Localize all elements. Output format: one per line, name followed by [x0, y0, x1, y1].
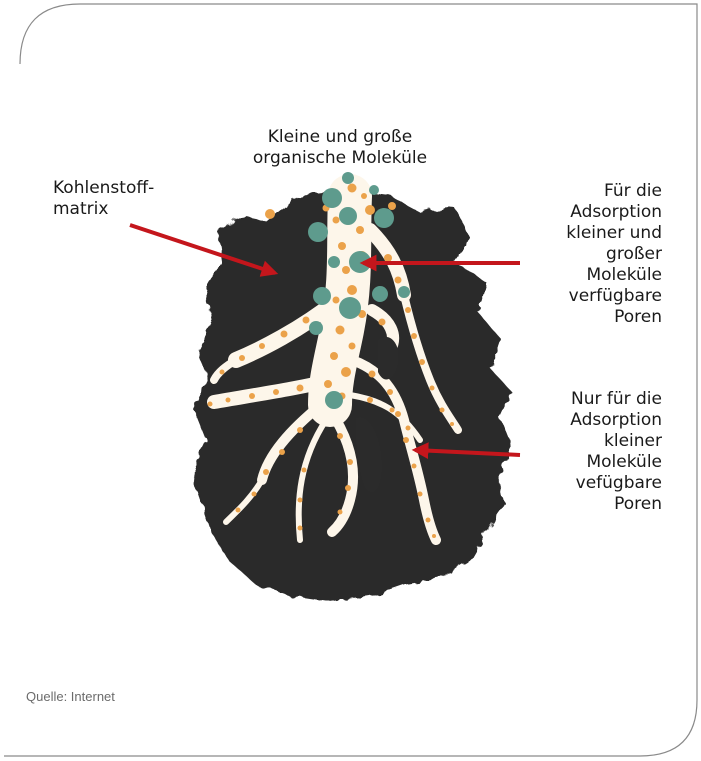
- label-top-molecules: Kleine und große organische Moleküle: [215, 127, 465, 169]
- label-large-pores: Für die Adsorption kleiner und großer Mo…: [520, 181, 662, 328]
- label-carbon-matrix: Kohlenstoff- matrix: [53, 178, 193, 220]
- source-caption: Quelle: Internet: [26, 689, 115, 704]
- label-small-pores: Nur für die Adsorption kleiner Moleküle …: [520, 389, 662, 515]
